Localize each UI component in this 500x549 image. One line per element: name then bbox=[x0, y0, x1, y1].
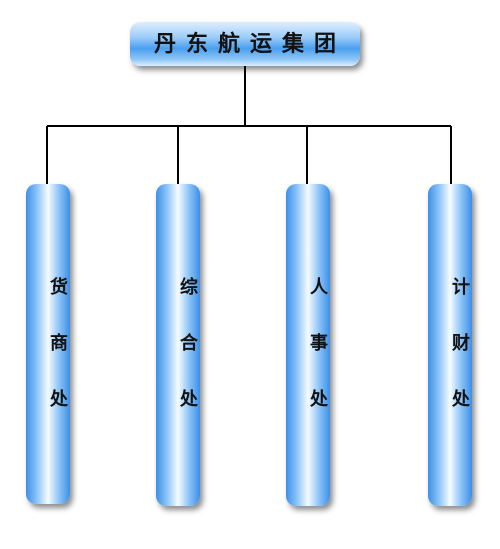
root-node-box bbox=[130, 22, 360, 66]
department-box-2 bbox=[156, 184, 200, 506]
department-box-1 bbox=[26, 184, 70, 504]
department-label-3: 人事处 bbox=[307, 277, 328, 445]
root-node-label: 丹东航运集团 bbox=[153, 31, 346, 57]
department-label-2: 综合处 bbox=[177, 277, 198, 445]
department-box-3 bbox=[286, 184, 330, 506]
department-box-4 bbox=[428, 184, 472, 506]
department-label-1: 货商处 bbox=[47, 277, 68, 445]
department-label-4: 计财处 bbox=[449, 277, 470, 445]
